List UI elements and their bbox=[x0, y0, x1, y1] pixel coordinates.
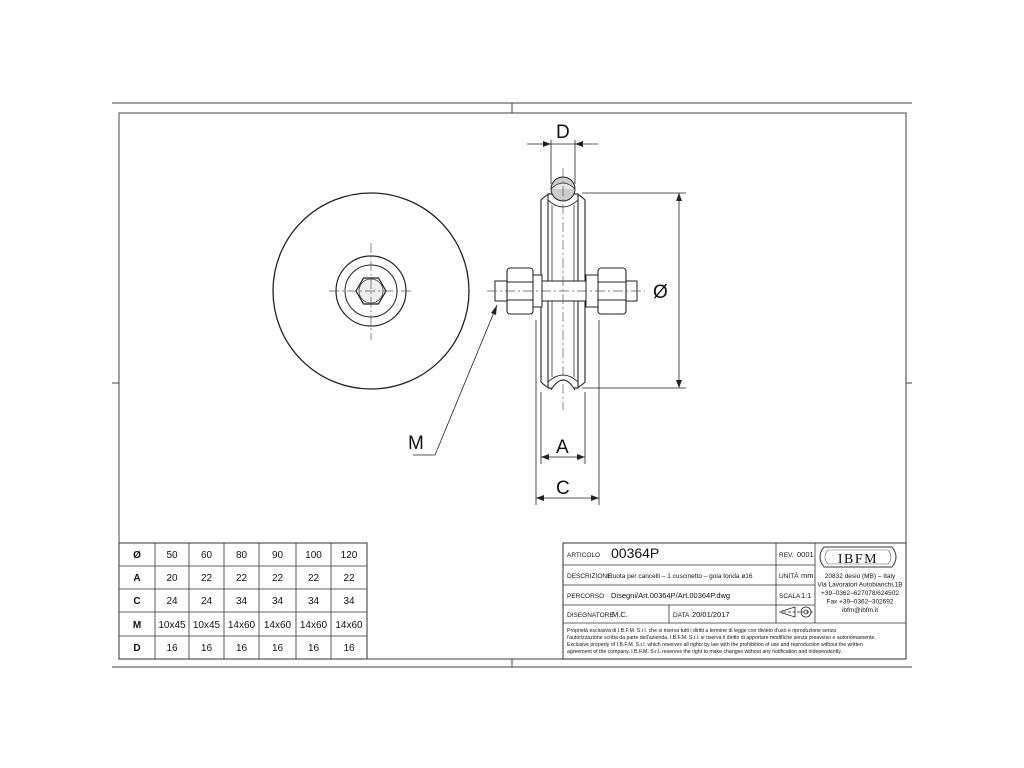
size-table-cell: 22 bbox=[201, 573, 213, 584]
size-table-cell: 80 bbox=[236, 550, 248, 561]
descrizione-value: Ruota per cancelli – 1 cuscinetto – gola… bbox=[608, 573, 753, 580]
size-table-cell: 10x45 bbox=[193, 620, 221, 631]
size-table-cell: 16 bbox=[343, 643, 355, 654]
dim-label-c: C bbox=[556, 478, 570, 499]
articolo-value: 00364P bbox=[611, 545, 659, 561]
size-table-row-header: C bbox=[133, 596, 140, 607]
rev-label: REV. bbox=[779, 552, 794, 559]
descrizione-label: DESCRIZIONE bbox=[567, 573, 612, 580]
percorso-label: PERCORSO bbox=[567, 593, 604, 600]
size-table-cell: 16 bbox=[308, 643, 320, 654]
address-line: ibfm@ibfm.it bbox=[842, 607, 878, 614]
size-table-row-header: Ø bbox=[133, 550, 141, 561]
size-table-row-header: M bbox=[133, 620, 141, 631]
size-table-cell: 16 bbox=[236, 643, 248, 654]
size-table-cell: 34 bbox=[272, 596, 284, 607]
address-line: 20832 desio (MB) – Italy bbox=[825, 573, 896, 580]
hex-nut-right bbox=[585, 267, 627, 315]
size-table-cell: 14x60 bbox=[264, 620, 292, 631]
size-table-cell: 22 bbox=[308, 573, 320, 584]
size-table-cell: 14x60 bbox=[335, 620, 363, 631]
company-logo: IBFM bbox=[819, 546, 897, 568]
dim-label-a: A bbox=[556, 437, 569, 458]
scala-label: SCALA bbox=[779, 593, 801, 600]
size-table-row-header: D bbox=[133, 643, 140, 654]
size-table-cell: 34 bbox=[343, 596, 355, 607]
dim-label-d: D bbox=[556, 122, 570, 143]
size-table-cell: 10x45 bbox=[158, 620, 186, 631]
size-table-cell: 22 bbox=[343, 573, 355, 584]
unita-label: UNITÀ bbox=[779, 571, 799, 580]
notice-line: Proprietà esclusiva di I.B.F.M. S.r.l. c… bbox=[567, 628, 836, 634]
disegnatore-label: DISEGNATORE bbox=[567, 612, 614, 619]
size-table-cell: 34 bbox=[308, 596, 320, 607]
percorso-value: Disegni/Art.00364P/Art.00364P.dwg bbox=[611, 591, 730, 600]
data-label: DATA bbox=[673, 612, 690, 619]
dimension-arrows bbox=[491, 141, 682, 501]
notice-line: agreement of the company. I.B.F.M. S.r.l… bbox=[567, 649, 842, 655]
address-line: Via Lavoratori Autobianchi,1B bbox=[817, 582, 902, 589]
dimension-lines bbox=[413, 140, 686, 505]
size-table-cell: 60 bbox=[201, 550, 213, 561]
scala-value: 1:1 bbox=[801, 591, 811, 600]
address-line: +39–0362–627078/624502 bbox=[821, 590, 899, 597]
size-table-cell: 14x60 bbox=[300, 620, 328, 631]
size-table-cell: 14x60 bbox=[228, 620, 256, 631]
dim-label-m: M bbox=[408, 433, 424, 454]
logo-text: IBFM bbox=[838, 552, 878, 567]
address-line: Fax +39–0362–302692 bbox=[826, 599, 893, 606]
size-table-cell: 24 bbox=[166, 596, 178, 607]
articolo-label: ARTICOLO bbox=[567, 552, 600, 559]
legal-notice: Proprietà esclusiva di I.B.F.M. S.r.l. c… bbox=[567, 628, 876, 655]
size-table-cell: 22 bbox=[236, 573, 248, 584]
size-table-cell: 16 bbox=[272, 643, 284, 654]
unita-value: mm bbox=[801, 571, 814, 580]
center-lines-side bbox=[487, 168, 645, 410]
rev-value: 0001 bbox=[797, 550, 814, 559]
data-value: 20/01/2017 bbox=[692, 610, 730, 619]
size-table-cell: 90 bbox=[272, 550, 284, 561]
wheel-front-view bbox=[272, 192, 470, 390]
dim-label-diameter: Ø bbox=[653, 282, 668, 303]
size-table-cell: 50 bbox=[166, 550, 178, 561]
size-table-cell: 34 bbox=[236, 596, 248, 607]
size-table-cell: 20 bbox=[166, 573, 178, 584]
size-table-row-header: A bbox=[133, 573, 140, 584]
notice-line: Exclusive property of I.B.F.M. S.r.l. wh… bbox=[567, 642, 863, 648]
size-table-cell: 22 bbox=[272, 573, 284, 584]
disegnatore-value: M.C. bbox=[612, 610, 628, 619]
notice-line: l'autorizzazione scritta da parte dell'a… bbox=[567, 635, 876, 641]
title-block: ARTICOLO 00364P REV. 0001 DESCRIZIONE Ru… bbox=[562, 542, 907, 660]
size-table-cell: 24 bbox=[201, 596, 213, 607]
wheel-side-view bbox=[487, 168, 645, 410]
size-table-cell: 120 bbox=[341, 550, 358, 561]
sheet-frame bbox=[112, 102, 912, 668]
size-table-cell: 16 bbox=[166, 643, 178, 654]
size-table-cell: 16 bbox=[201, 643, 213, 654]
size-table-cell: 100 bbox=[305, 550, 322, 561]
center-lines-front bbox=[329, 243, 413, 340]
projection-symbol-icon bbox=[779, 606, 813, 618]
